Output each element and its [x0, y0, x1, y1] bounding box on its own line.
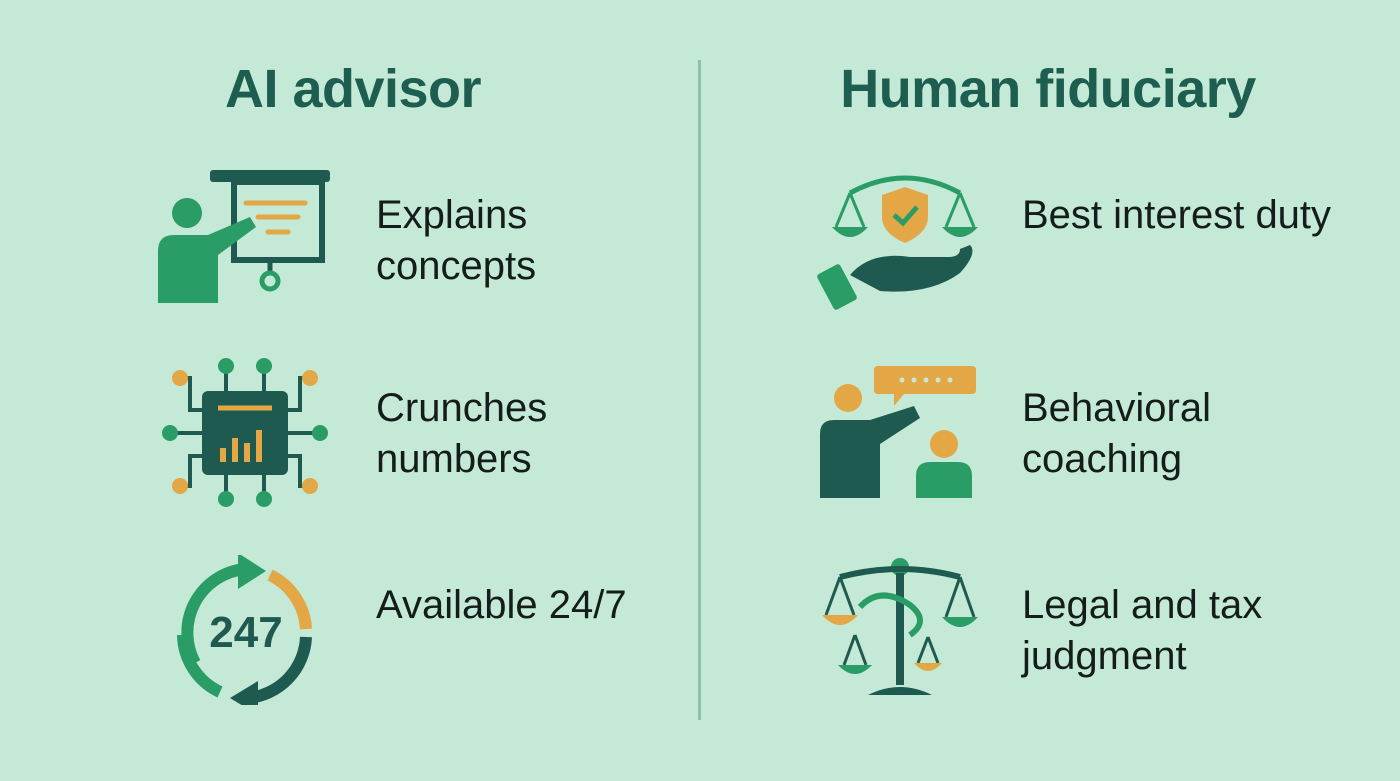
human-fiduciary-column: Human fiduciary Best interest duty: [700, 0, 1400, 781]
feature-label: Best interest duty: [1022, 193, 1332, 237]
presentation-icon: [158, 170, 330, 303]
feature-label: Behavioral coaching: [1022, 386, 1212, 481]
feature-available-24-7: 247 Available 24/7: [0, 555, 700, 715]
ai-advisor-title: AI advisor: [224, 59, 482, 119]
human-fiduciary-title: Human fiduciary: [840, 59, 1256, 119]
clock-label: 247: [209, 608, 282, 657]
feature-behavioral-coaching: Behavioral coaching: [700, 358, 1400, 518]
column-divider: [698, 60, 701, 720]
feature-label: Crunches numbers: [376, 386, 548, 481]
feature-label: Explains concepts: [376, 193, 537, 288]
feature-label: Available 24/7: [376, 583, 627, 627]
feature-explains-concepts: Explains concepts: [0, 165, 700, 325]
feature-best-interest-duty: Best interest duty: [700, 165, 1400, 325]
coaching-icon: [820, 366, 976, 498]
justice-scales-icon: [822, 558, 978, 695]
chip-chart-icon: [162, 358, 328, 507]
clock-cycle-icon: 247: [177, 555, 312, 705]
scales-hand-shield-icon: [817, 175, 978, 310]
feature-crunches-numbers: Crunches numbers: [0, 358, 700, 518]
ai-advisor-column: AI advisor Explains concepts: [0, 59, 700, 715]
feature-label: Legal and tax judgment: [1022, 583, 1263, 678]
feature-legal-tax-judgment: Legal and tax judgment: [700, 555, 1400, 715]
